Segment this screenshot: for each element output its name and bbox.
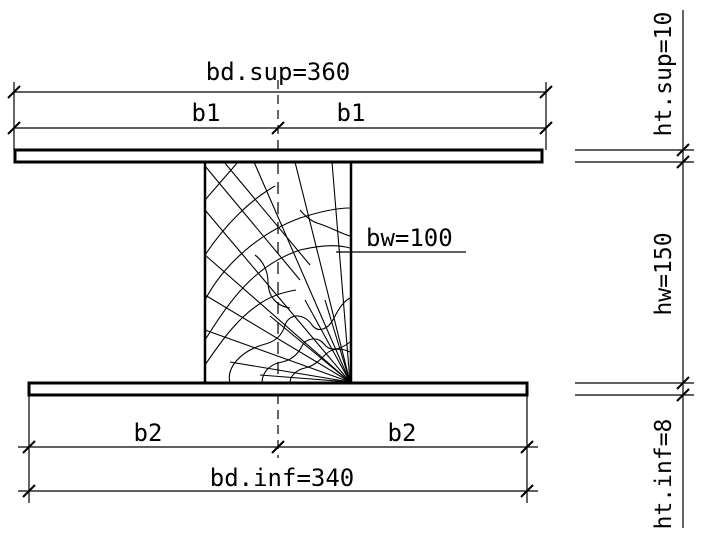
- ht-sup-label: ht.sup=10: [651, 12, 677, 137]
- bottom-flange: [27, 381, 529, 397]
- b1-right-label: b1: [337, 99, 366, 127]
- ht-inf-label: ht.inf=8: [651, 419, 677, 530]
- bw-label: bw=100: [366, 224, 453, 252]
- bd-inf-label: bd.inf=340: [210, 464, 355, 492]
- top-dimension-lines: [7, 80, 553, 150]
- hw-label: hw=150: [651, 232, 677, 315]
- stress-pattern: [204, 161, 351, 384]
- vertical-dimension-lines: [575, 10, 694, 528]
- b2-right-label: b2: [388, 419, 417, 447]
- b1-left-label: b1: [192, 99, 221, 127]
- top-flange: [13, 148, 544, 164]
- bottom-dimension-lines: [18, 395, 538, 503]
- bd-sup-label: bd.sup=360: [206, 58, 351, 86]
- b2-left-label: b2: [134, 419, 163, 447]
